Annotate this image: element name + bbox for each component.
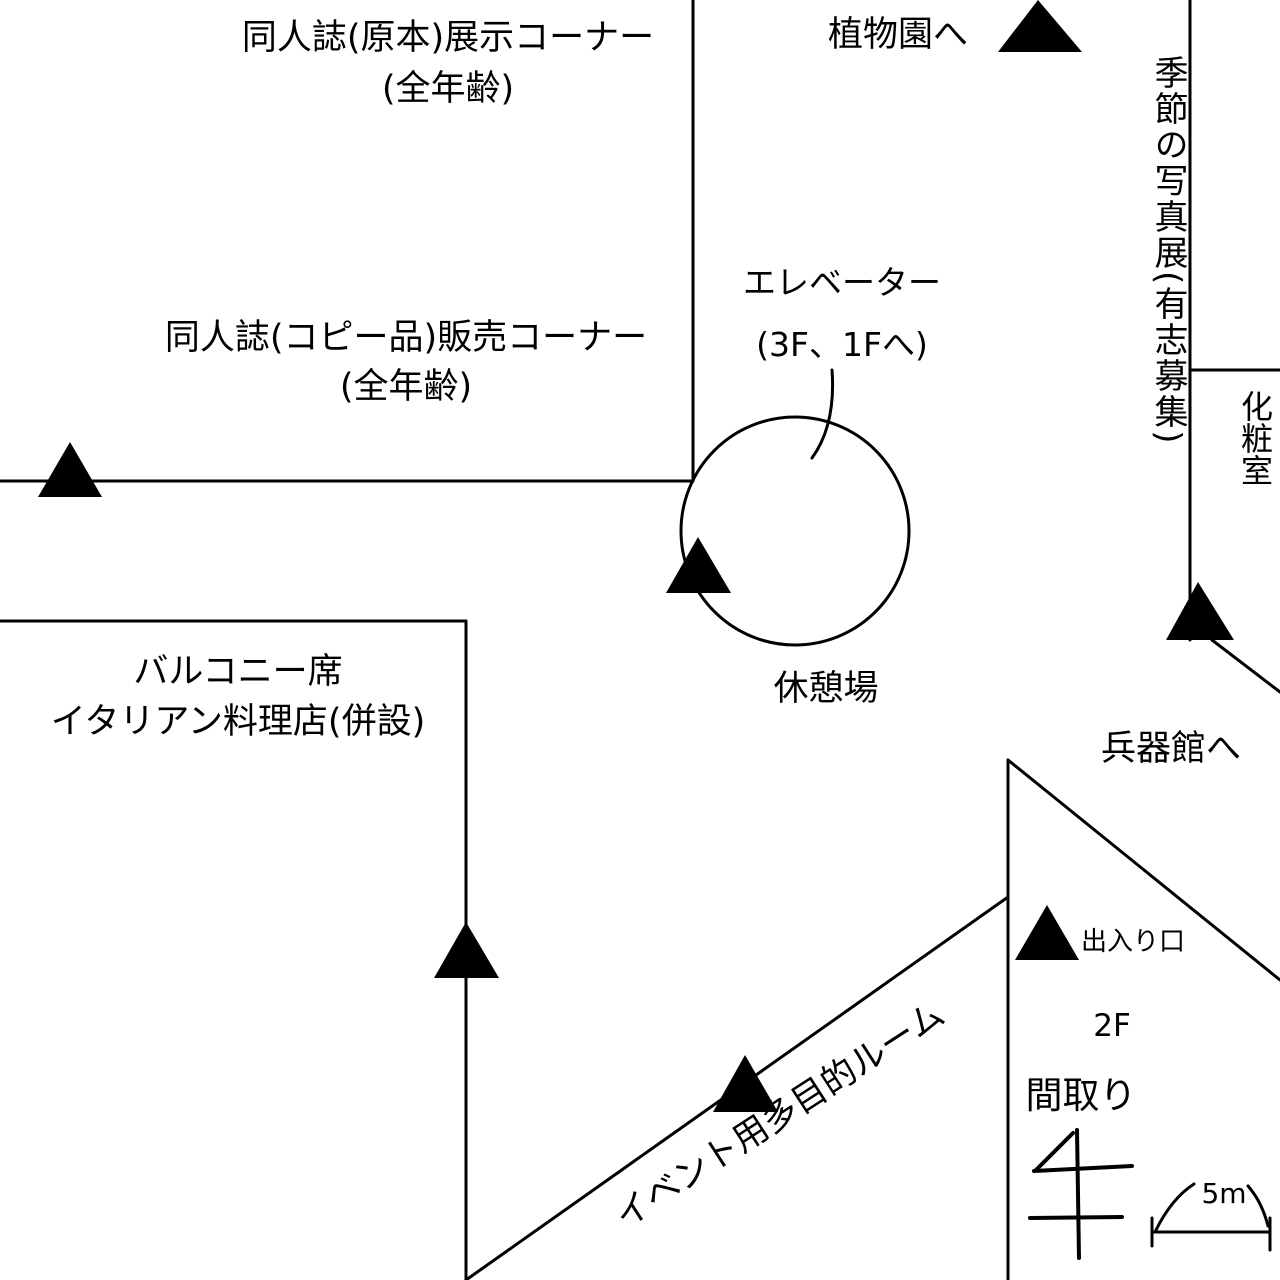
- label-doujin-original-age: (全年齢): [382, 69, 514, 109]
- wall-entrance-diagonal: [1006, 758, 1280, 982]
- triangle-marker-botanical: [998, 0, 1082, 52]
- elevator-circle[interactable]: [679, 415, 911, 647]
- label-rest-area: 休憩場: [773, 669, 878, 709]
- label-floor: 2F: [1093, 1008, 1131, 1044]
- label-legend-title: 間取り: [1026, 1074, 1137, 1117]
- wall-armory-path: [1210, 638, 1280, 694]
- markers: [38, 0, 1234, 1112]
- label-doujin-copy: 同人誌(コピー品)販売コーナー: [165, 318, 647, 358]
- label-restroom: 化粧室: [1236, 390, 1274, 486]
- label-balcony: バルコニー席: [133, 652, 342, 692]
- triangle-marker-photo: [1166, 582, 1234, 640]
- elevator-pointer-line: [810, 368, 835, 460]
- scale-bar: [1150, 1182, 1272, 1252]
- triangle-marker-doujin: [38, 442, 102, 497]
- label-seasonal-photo: 季節の写真展(有志募集): [1148, 55, 1188, 446]
- label-doujin-copy-age: (全年齢): [340, 367, 472, 407]
- triangle-marker-balcony: [434, 922, 499, 978]
- label-armory: 兵器館へ: [1101, 729, 1241, 769]
- north-compass-icon: [1028, 1128, 1134, 1260]
- scale-label: 5m: [1201, 1177, 1246, 1210]
- label-botanical: 植物園へ: [828, 15, 968, 55]
- label-italian-restaurant: イタリアン料理店(併設): [51, 702, 426, 742]
- label-elevator: エレベーター: [743, 263, 941, 302]
- label-doujin-original: 同人誌(原本)展示コーナー: [242, 18, 654, 58]
- label-entrance: 出入り口: [1081, 927, 1185, 957]
- triangle-marker-event-room: [713, 1055, 778, 1112]
- label-elevator-floors: (3F、1Fへ): [756, 325, 928, 364]
- triangle-marker-entrance: [1015, 905, 1079, 960]
- triangle-marker-elevator: [666, 537, 731, 593]
